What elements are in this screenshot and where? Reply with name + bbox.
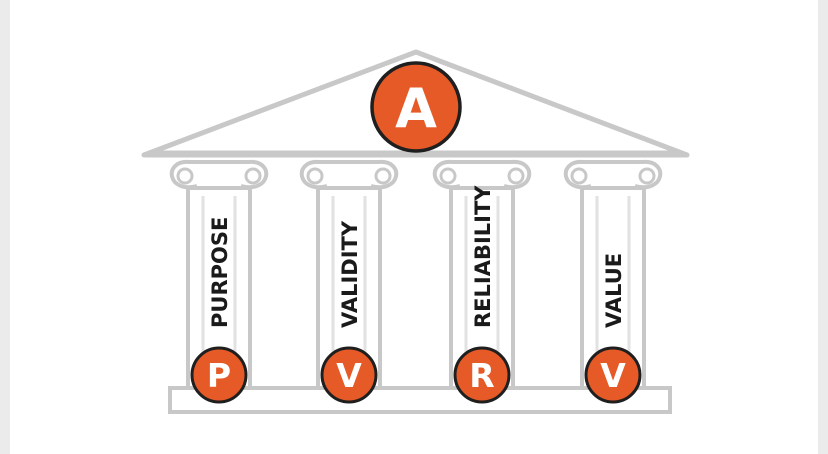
pillar-badge [320,346,378,404]
pillar-purpose: PURPOSE P [169,159,269,404]
capital-scroll-right [507,167,525,185]
pillar-capital [432,159,532,190]
capital-scroll-left [176,167,194,185]
pillar-badge [190,346,248,404]
pillar-badge-letter: P [207,356,231,395]
pillar-label: RELIABILITY [471,185,495,328]
pillar-capital [563,159,663,190]
roof-badge-letter: A [395,77,437,140]
pillar-badge-letter: V [336,356,362,395]
pillar-label: PURPOSE [208,217,232,328]
temple-base [168,386,672,414]
capital-scroll-right [638,167,656,185]
capital-scroll-left [439,167,457,185]
pillar-badge [584,346,642,404]
pillar-capital [169,159,269,190]
pillar-label: VALIDITY [338,220,362,328]
capital-scroll-right [244,167,262,185]
capital-scroll-left [570,167,588,185]
pillar-badge [453,346,511,404]
roof-badge: A [370,61,462,153]
pillar-badge-letter: R [469,356,494,395]
pillar-value: VALUE V [563,159,663,404]
pillar-validity: VALIDITY V [299,159,399,404]
capital-scroll-left [306,167,324,185]
pillar-capital [299,159,399,190]
pillar-reliability: RELIABILITY R [432,159,532,404]
pillar-badge-letter: V [600,356,626,395]
capital-scroll-right [374,167,392,185]
pillar-label: VALUE [602,253,626,328]
